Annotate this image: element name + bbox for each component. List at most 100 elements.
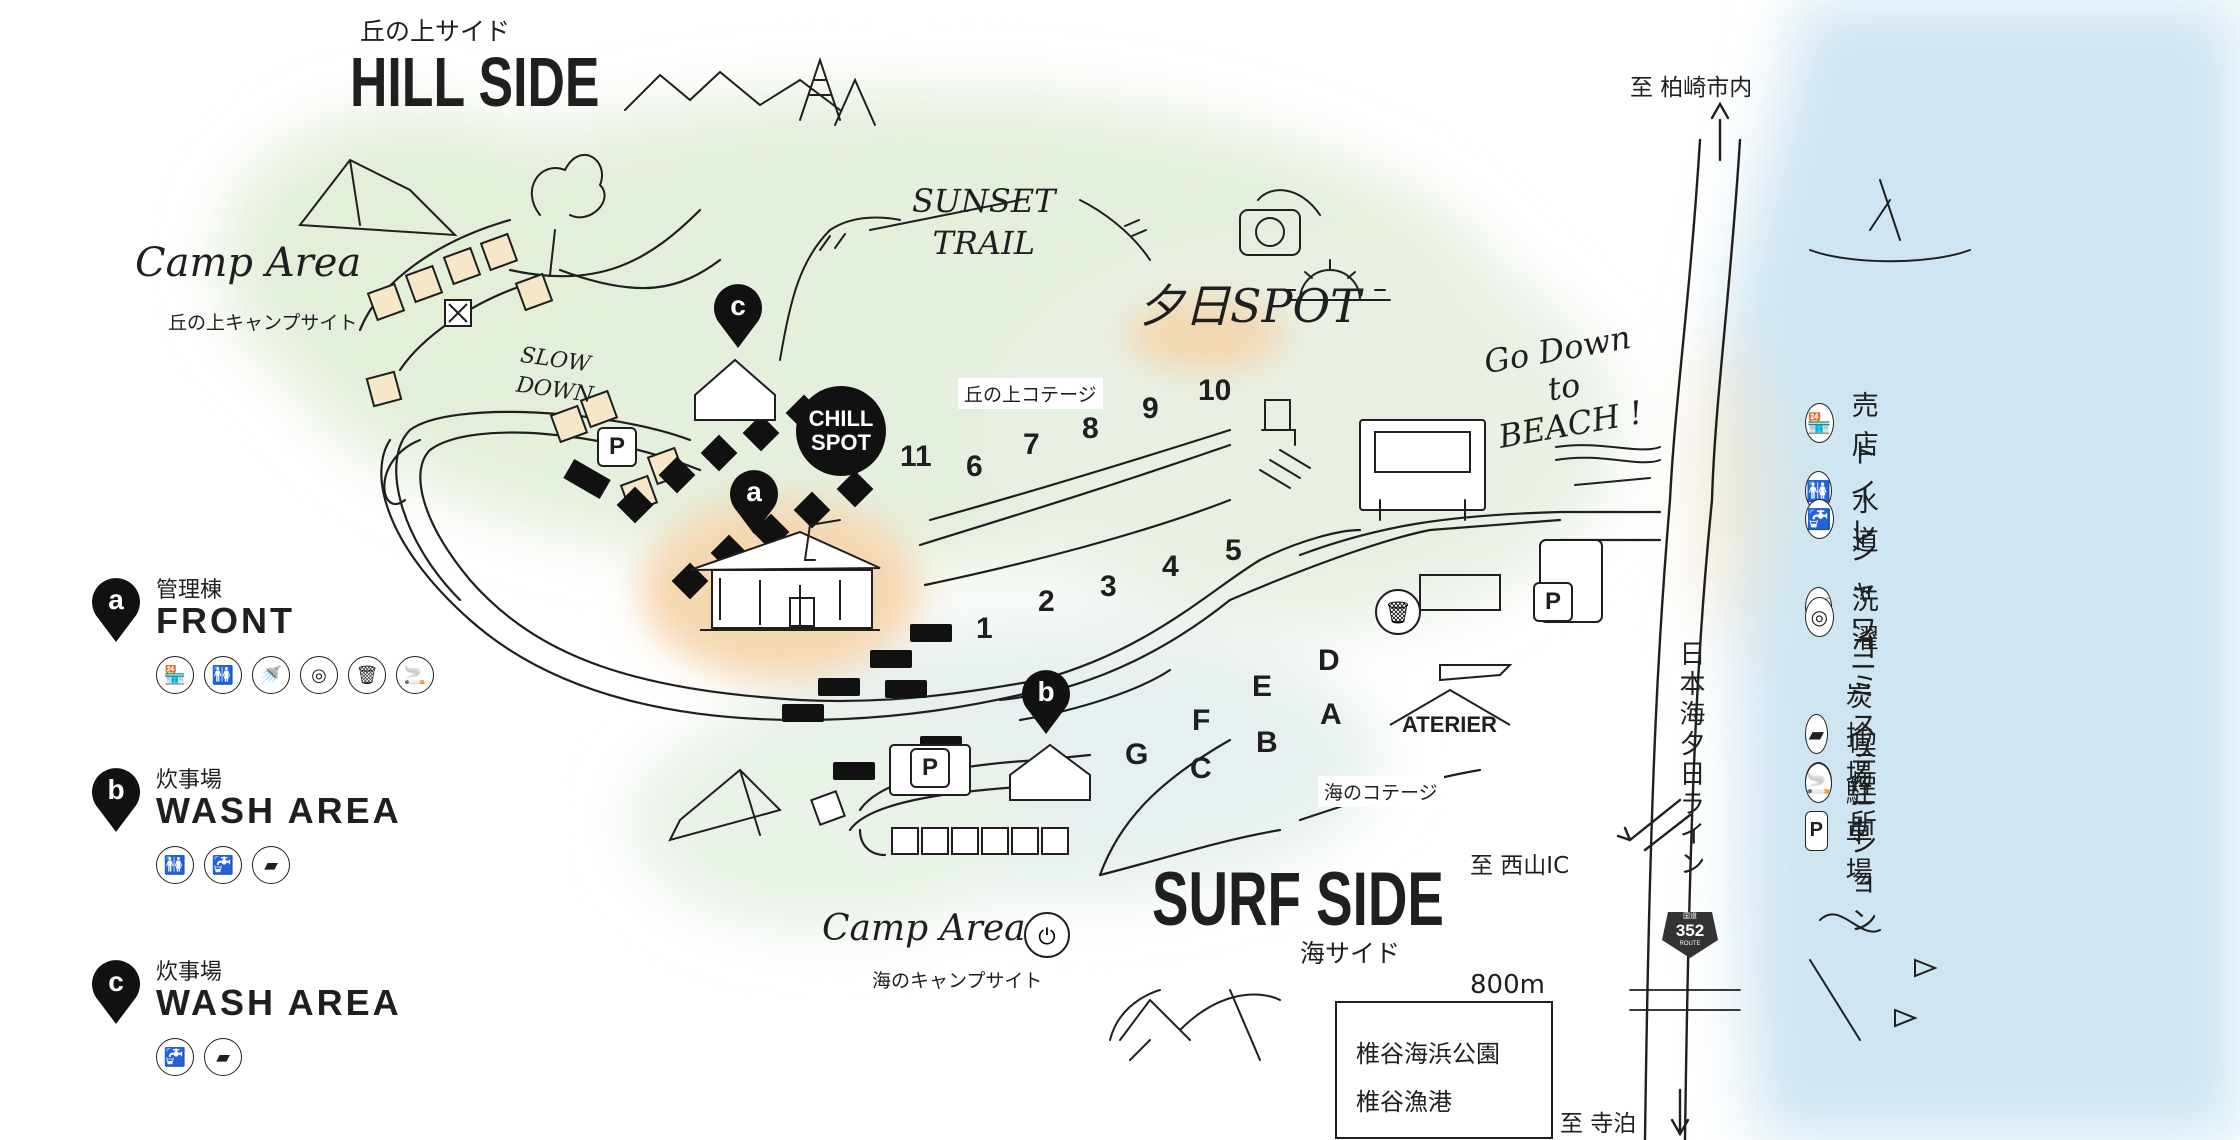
sunset-trail-label: SUNSET TRAIL [912, 180, 1056, 264]
distance-label: 800m [1470, 970, 1545, 1000]
route-top: 国道 [1683, 913, 1697, 920]
camp-area-hill-title: Camp Area [135, 240, 362, 286]
cottage-letter-b[interactable]: B [1256, 726, 1278, 759]
cottage-number-5[interactable]: 5 [1225, 534, 1242, 567]
legend-item-parking: P 駐車場 [1805, 772, 1891, 889]
section-c-pin: c [90, 960, 142, 1024]
shower-icon: 🚿 [252, 656, 290, 694]
toilet-icon: 🚻 [204, 656, 242, 694]
sea-cottage-label: 海のコテージ [1318, 776, 1444, 807]
pin-a-letter: a [746, 476, 762, 507]
pin-b-map[interactable]: b [1020, 670, 1072, 734]
cottage-letter-c[interactable]: C [1190, 752, 1212, 785]
legend-item-water: 🚰 水道 [1805, 480, 1891, 558]
pin-b-letter: b [1037, 676, 1055, 707]
toilet-icon: 🚻 [156, 846, 194, 884]
legend-item-smoking: 🚬 喫煙所 [1805, 724, 1891, 841]
cottage-letter-d[interactable]: D [1318, 644, 1340, 677]
section-b-title: WASH AREA [156, 790, 402, 831]
sea-wash [1692, 0, 2240, 1140]
svg-text:🗑: 🗑 [1384, 601, 1412, 626]
section-a-icons: 🏪 🚻 🚿 ◎ 🗑 🚬 [156, 656, 434, 694]
laundry-icon: ◎ [300, 656, 338, 694]
charcoal-icon: ▰ [204, 1038, 242, 1076]
route-352-badge [1662, 912, 1718, 958]
route-number: 352 [1675, 921, 1705, 940]
cottage-number-1[interactable]: 1 [976, 612, 993, 645]
sketches [298, 56, 1971, 1061]
section-a-pin: a [90, 578, 142, 642]
cottage-letter-g[interactable]: G [1125, 738, 1149, 771]
legend-label-water: 水道 [1851, 487, 1880, 557]
legend-label-shop: 売店 [1851, 391, 1880, 461]
nearby-port: 椎谷漁港 [1356, 1088, 1452, 1116]
section-a-title: FRONT [156, 600, 295, 641]
map-pin-icon [1022, 670, 1070, 734]
cottage-letter-f[interactable]: F [1192, 704, 1211, 737]
road-north-label: 至 柏崎市内 [1630, 75, 1753, 101]
cottage-number-7[interactable]: 7 [1023, 428, 1040, 461]
map-pin-icon [92, 768, 140, 832]
cottage-number-6[interactable]: 6 [966, 450, 983, 483]
chill-spot-line1: CHILL [808, 406, 874, 431]
hill-camp-plots [365, 232, 686, 514]
road-west-label: 至 西山IC [1470, 853, 1570, 879]
camp-area-sea-sub: 海のキャンプサイト [872, 970, 1043, 992]
section-c-icons: 🚰 ▰ [156, 1038, 242, 1076]
section-c-letter: c [108, 966, 124, 997]
parking-hill[interactable]: P [597, 427, 637, 467]
slow-down-label: SLOW DOWN [514, 341, 599, 411]
road-name-label: 日本海夕日ライン [1675, 640, 1705, 880]
legend-label-charcoal: 炭捨場 [1845, 682, 1874, 791]
legend-label-laundry: 洗濯 [1851, 585, 1880, 655]
surf-side-title: SURF SIDE [1152, 857, 1444, 942]
cottage-number-4[interactable]: 4 [1162, 550, 1179, 583]
charcoal-icon: ▰ [1805, 713, 1828, 754]
map-pin-icon [92, 960, 140, 1024]
parking-sea[interactable]: P [910, 748, 950, 788]
cottage-number-3[interactable]: 3 [1100, 570, 1117, 603]
legend-label-shower: シャワー [1849, 536, 1878, 684]
route-352-text: 国道 352 ROUTE [1662, 912, 1718, 948]
parking-road[interactable]: P [1533, 582, 1573, 622]
legend-item-shop: 🏪 売店 [1805, 384, 1891, 462]
svg-text:⏻: ⏻ [1038, 925, 1055, 950]
cottage-number-8[interactable]: 8 [1082, 412, 1099, 445]
highway [1616, 101, 1742, 1140]
smoking-icon: 🚬 [1805, 762, 1832, 803]
cottage-letter-e[interactable]: E [1252, 670, 1273, 703]
sunset-spot-label: 夕日SPOT [1138, 279, 1361, 333]
smoking-icon: 🚬 [396, 656, 434, 694]
legend-label-toilet: トイレ [1849, 439, 1878, 548]
section-b-pin: b [90, 768, 142, 832]
legend-label-trash: ゴミステーション [1850, 633, 1879, 937]
pin-c-letter: c [730, 290, 746, 321]
legend-label-smoking: 喫煙所 [1849, 731, 1878, 840]
ateier-label: ATERIER [1402, 712, 1497, 737]
cottage-letter-a[interactable]: A [1320, 698, 1342, 731]
cottage-number-2[interactable]: 2 [1038, 585, 1055, 618]
section-b-letter: b [107, 774, 125, 805]
cottage-number-10[interactable]: 10 [1198, 374, 1232, 407]
pin-c-map[interactable]: c [712, 284, 764, 348]
section-a-sub: 管理棟 [156, 578, 223, 603]
hill-cottage-label: 丘の上コテージ [958, 378, 1103, 409]
chill-spot-badge[interactable]: CHILL SPOT [796, 386, 886, 476]
sunset-trail-path [779, 199, 1311, 489]
camp-area-sea-title: Camp Area [822, 908, 1026, 949]
laundry-icon: ◎ [1805, 597, 1834, 637]
legend-item-charcoal: ▰ 炭捨場 [1805, 675, 1891, 792]
shop-icon: 🏪 [156, 656, 194, 694]
cottage-number-9[interactable]: 9 [1142, 392, 1159, 425]
section-b-sub: 炊事場 [156, 768, 223, 793]
pin-a-map[interactable]: a [728, 470, 780, 534]
water-tap-icon: 🚰 [204, 846, 242, 884]
parking-icon: P [1805, 810, 1828, 851]
cottage-number-11[interactable]: 11 [900, 440, 932, 473]
water-tap-icon: 🚰 [1805, 499, 1834, 539]
map-pin-icon [714, 284, 762, 348]
charcoal-icon: ▰ [252, 846, 290, 884]
sunset-trail-line2: TRAIL [932, 224, 1035, 262]
front-building [689, 530, 881, 631]
camp-area-hill-sub: 丘の上キャンプサイト [168, 312, 358, 334]
